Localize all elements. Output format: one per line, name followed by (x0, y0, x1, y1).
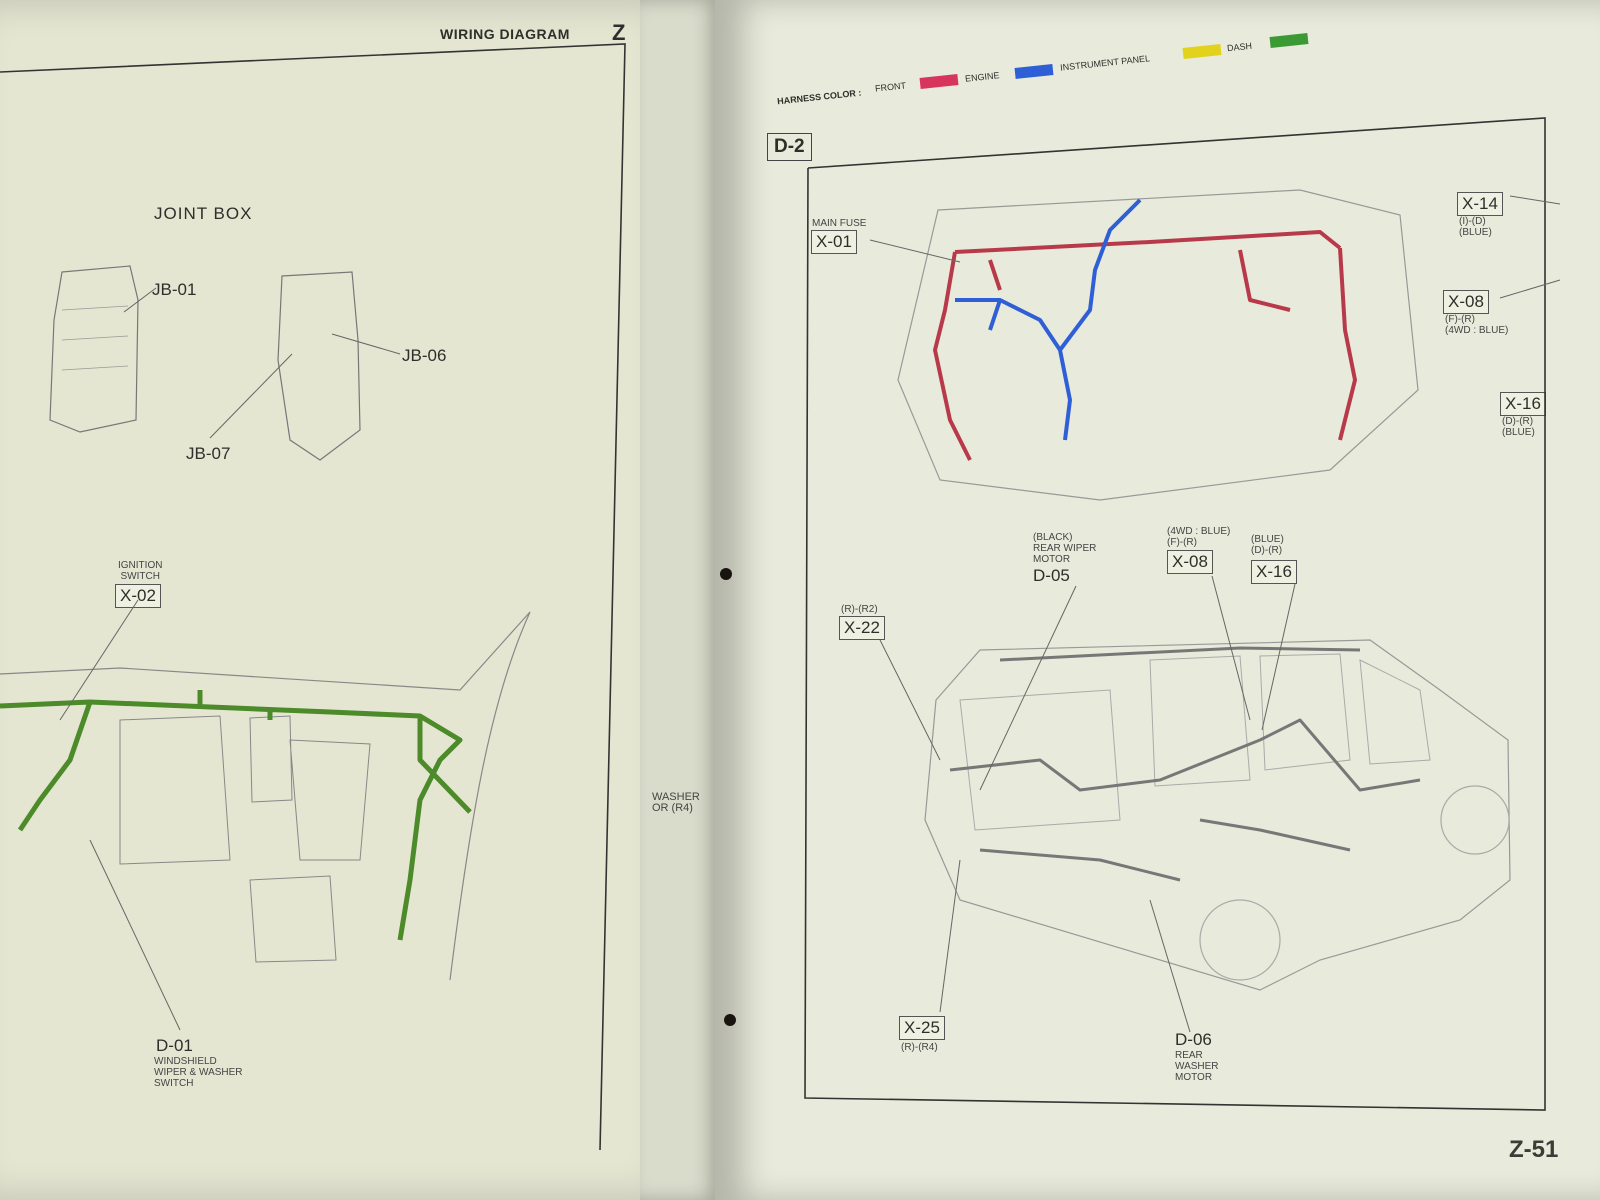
car-body-outline (924, 639, 1511, 991)
jb-01-leader (123, 287, 157, 313)
x-25-leader (939, 859, 961, 1013)
x-01-tag: X-01 (811, 230, 857, 254)
middle-page-edge: WASHER OR (R4) (640, 0, 720, 1200)
x-22-tag: X-22 (839, 616, 885, 640)
d-01-caption: WINDSHIELD WIPER & WASHER SWITCH (154, 1056, 243, 1089)
d-06-leader (1149, 899, 1191, 1033)
x-08-side-sub: (F)-(R) (4WD : BLUE) (1445, 314, 1509, 336)
main-fuse-caption: MAIN FUSE (812, 218, 867, 229)
left-page-frame (0, 43, 626, 1151)
car-windows (959, 653, 1431, 831)
d-06-label: D-06 (1175, 1030, 1212, 1049)
jb-06-leader (331, 333, 401, 355)
x-16-tag: X-16 (1251, 560, 1297, 584)
x-02-tag: X-02 (115, 584, 161, 608)
engine-bay-outline (897, 189, 1419, 501)
joint-box-title: JOINT BOX (154, 204, 253, 223)
x-14-sub: (I)-(D) (BLUE) (1459, 216, 1492, 238)
jb-07-label: JB-07 (186, 444, 231, 463)
x-14-leader (1509, 195, 1561, 205)
x-22-leader (879, 639, 941, 761)
page-number: Z-51 (1509, 1136, 1559, 1163)
jb-06-outline (277, 271, 361, 461)
right-page-frame (804, 117, 1546, 1111)
x-01-leader (869, 239, 961, 263)
body-harness (949, 646, 1421, 882)
x-14-tag: X-14 (1457, 192, 1503, 216)
header-title: WIRING DIAGRAM (440, 26, 570, 42)
jb-01-detail (61, 305, 129, 371)
header-letter: Z (612, 20, 626, 45)
front-wheel (1440, 785, 1510, 855)
dash-body (119, 715, 371, 963)
x-16-side-sub: (D)-(R) (BLUE) (1502, 416, 1535, 438)
jb-06-label: JB-06 (402, 346, 447, 365)
x-08-side-tag: X-08 (1443, 290, 1489, 314)
d-01-label: D-01 (156, 1036, 193, 1055)
rear-wheel (1199, 899, 1281, 981)
jb-01-outline (49, 265, 139, 433)
d-05-sub: (BLACK) REAR WIPER MOTOR (1033, 532, 1097, 565)
d-05-label: D-05 (1033, 566, 1070, 585)
x-02-leader (59, 599, 139, 721)
ignition-switch-caption: IGNITION SWITCH (118, 560, 163, 582)
x-25-tag: X-25 (899, 1016, 945, 1040)
left-page: WIRING DIAGRAM Z JOINT BOX JB-01 JB-06 J… (0, 0, 700, 1200)
x-08-sub: (4WD : BLUE) (F)-(R) (1167, 526, 1231, 548)
x-16-leader (1261, 583, 1296, 731)
a-pillar (449, 611, 531, 981)
x-22-sub: (R)-(R2) (841, 604, 878, 615)
dash-outline (0, 611, 531, 691)
section-id: D-2 (767, 133, 812, 161)
x-25-sub: (R)-(R4) (901, 1042, 938, 1053)
front-harness (933, 230, 1357, 461)
binding-hole (724, 1014, 736, 1026)
binding-hole (720, 568, 732, 580)
x-08-tag: X-08 (1167, 550, 1213, 574)
x-08-side-leader (1499, 279, 1561, 299)
x-16-side-tag: X-16 (1500, 392, 1546, 416)
x-08-leader (1211, 575, 1251, 721)
washer-text: WASHER OR (R4) (652, 791, 700, 814)
jb-01-label: JB-01 (152, 280, 197, 299)
jb-07-leader (209, 353, 293, 439)
dash-harness (0, 690, 472, 941)
d-01-leader (89, 839, 181, 1031)
d-05-leader (979, 585, 1077, 791)
d-06-caption: REAR WASHER MOTOR (1175, 1050, 1219, 1083)
right-page: HARNESS COLOR : FRONT ENGINE INSTRUMENT … (715, 0, 1600, 1200)
x-16-sub: (BLUE) (D)-(R) (1251, 534, 1284, 556)
engine-harness (955, 198, 1142, 441)
